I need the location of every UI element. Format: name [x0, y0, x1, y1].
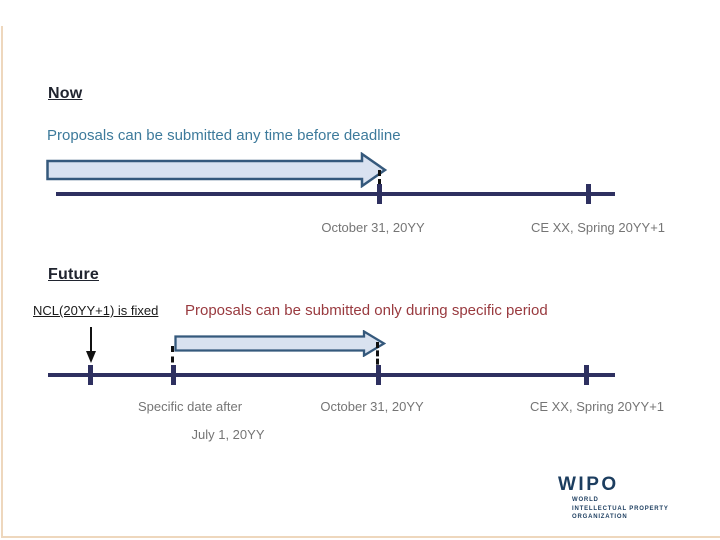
future-deadline-label: October 31, 20YY [320, 399, 424, 414]
now-deadline-label: October 31, 20YY [321, 220, 425, 235]
wipo-logo-tagline-line3: ORGANIZATION [572, 514, 628, 520]
timeline-tick-deadline [376, 365, 381, 385]
now-ce-label: CE XX, Spring 20YY+1 [530, 220, 666, 235]
timeline-future [48, 365, 615, 385]
period-end-dashed-connector [376, 342, 379, 373]
future-start-label: Specific date after [137, 399, 243, 414]
wipo-logo-brand: WIPO [558, 474, 619, 495]
now-period-arrow-icon [46, 152, 388, 188]
timeline-tick-deadline [377, 184, 382, 204]
timeline-tick-ce [584, 365, 589, 385]
ncl-fixed-note: NCL(20YY+1) is fixed [33, 303, 159, 318]
future-heading: Future [48, 266, 99, 283]
ncl-down-arrow-icon [86, 327, 96, 363]
timeline-tick-start [171, 365, 176, 385]
wipo-logo: WIPO WORLD INTELLECTUAL PROPERTY ORGANIZ… [558, 475, 669, 522]
future-period-arrow-icon [174, 330, 386, 357]
wipo-logo-tagline-line1: WORLD [572, 497, 599, 503]
now-description: Proposals can be submitted any time befo… [47, 127, 401, 144]
timeline-now [56, 184, 615, 204]
future-start-date-label: July 1, 20YY [191, 427, 265, 442]
slide-frame-bottom [1, 536, 720, 538]
future-description: Proposals can be submitted only during s… [185, 302, 548, 319]
future-ce-label: CE XX, Spring 20YY+1 [529, 399, 665, 414]
wipo-logo-tagline-line2: INTELLECTUAL PROPERTY [572, 505, 669, 512]
slide-frame-left [1, 26, 3, 537]
wipo-logo-tagline: WORLD INTELLECTUAL PROPERTY ORGANIZATION [572, 496, 669, 522]
deadline-dashed-connector [378, 170, 381, 194]
period-start-dashed-connector [171, 346, 174, 373]
now-heading: Now [48, 85, 83, 102]
timeline-tick-ce [586, 184, 591, 204]
timeline-tick-ncl [88, 365, 93, 385]
